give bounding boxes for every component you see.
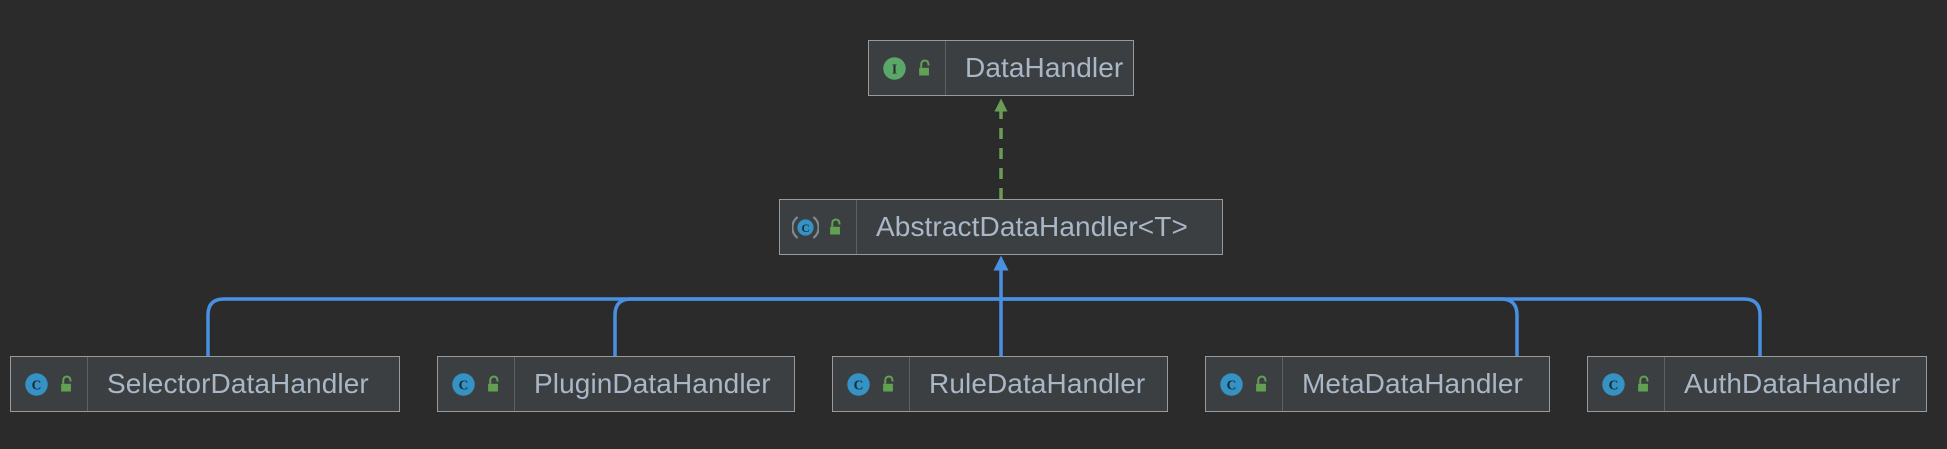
svg-text:C: C	[32, 377, 42, 392]
node-icon-gutter: I	[869, 41, 946, 95]
class-icon: C	[25, 372, 48, 396]
class-icon: C	[452, 372, 475, 396]
uml-node-auth-data-handler[interactable]: C AuthDataHandler	[1587, 356, 1927, 412]
class-icon: C	[1220, 372, 1243, 396]
node-icon-gutter: C	[833, 357, 910, 411]
unlock-public-icon	[883, 374, 894, 391]
uml-node-rule-data-handler[interactable]: C RuleDataHandler	[832, 356, 1168, 412]
uml-node-label: PluginDataHandler	[534, 368, 771, 399]
node-icon-gutter: C	[1206, 357, 1283, 411]
uml-node-label: MetaDataHandler	[1302, 368, 1523, 399]
unlock-public-icon	[61, 374, 72, 391]
svg-text:C: C	[801, 223, 809, 235]
uml-node-data-handler[interactable]: I DataHandler	[868, 40, 1134, 96]
uml-node-label: SelectorDataHandler	[107, 368, 369, 399]
uml-node-label: AbstractDataHandler<T>	[876, 211, 1188, 242]
svg-text:C: C	[459, 377, 469, 392]
unlock-public-icon	[1638, 374, 1649, 391]
edge-generalization-bus	[206, 255, 1762, 356]
svg-text:C: C	[1609, 377, 1619, 392]
abstract-class-icon: C	[792, 216, 819, 238]
svg-text:I: I	[892, 61, 897, 76]
class-icon: C	[847, 372, 870, 396]
uml-node-meta-data-handler[interactable]: C MetaDataHandler	[1205, 356, 1550, 412]
uml-node-plugin-data-handler[interactable]: C PluginDataHandler	[437, 356, 795, 412]
class-icon: C	[1602, 372, 1625, 396]
unlock-public-icon	[488, 374, 499, 391]
unlock-public-icon	[919, 58, 930, 75]
node-icon-gutter: C	[438, 357, 515, 411]
svg-text:C: C	[1227, 377, 1237, 392]
edge-generalization-meta	[1001, 297, 1519, 356]
unlock-public-icon	[1256, 374, 1267, 391]
node-icon-gutter: C	[780, 200, 857, 254]
uml-node-abstract-data-handler[interactable]: C AbstractDataHandler<T>	[779, 199, 1223, 255]
unlock-public-icon	[830, 217, 841, 234]
uml-node-selector-data-handler[interactable]: C SelectorDataHandler	[10, 356, 400, 412]
uml-node-label: DataHandler	[965, 52, 1124, 83]
svg-text:C: C	[854, 377, 864, 392]
edge-generalization-plugin	[613, 297, 1001, 356]
uml-node-label: RuleDataHandler	[929, 368, 1146, 399]
edge-generalization-selector	[206, 297, 1001, 356]
edge-generalization-auth	[1001, 297, 1762, 356]
interface-icon: I	[883, 56, 906, 80]
node-icon-gutter: C	[1588, 357, 1665, 411]
uml-node-label: AuthDataHandler	[1684, 368, 1901, 399]
node-icon-gutter: C	[11, 357, 88, 411]
